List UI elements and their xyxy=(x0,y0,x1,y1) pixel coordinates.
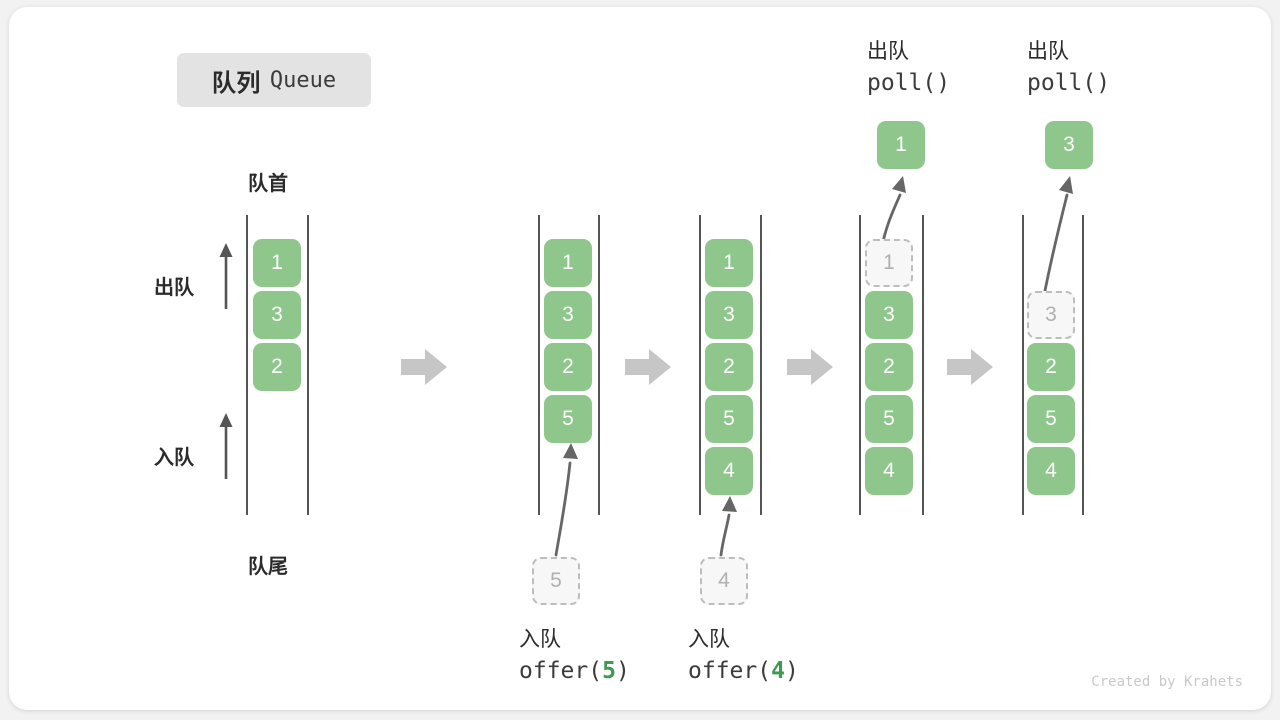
queue-rail-left-5 xyxy=(1022,215,1024,515)
step-arrow-right-icon xyxy=(625,349,671,385)
queue-cell: 4 xyxy=(865,447,913,495)
operation-label-cn: 出队 xyxy=(1027,40,1069,63)
ejected-cell: 1 xyxy=(877,121,925,169)
dequeue-direction-label: 出队 xyxy=(154,277,194,299)
operation-label-offer-5: 入队 offer(5) xyxy=(519,625,630,687)
queue-cell: 4 xyxy=(1027,447,1075,495)
queue-ghost-cell: 1 xyxy=(865,239,913,287)
curved-arrow-icon-enqueue-4 xyxy=(719,496,737,557)
credit-text: Created by Krahets xyxy=(1091,674,1243,690)
arrow-up-icon-enqueue xyxy=(219,413,233,479)
diagram-card: 队列 Queue 队首 队尾 出队 入队 1 3 2 1 3 2 5 5 入队 … xyxy=(9,7,1271,710)
operation-label-code: poll() xyxy=(1027,70,1111,96)
queue-cell: 2 xyxy=(865,343,913,391)
queue-tail-label: 队尾 xyxy=(248,556,288,578)
queue-cell: 5 xyxy=(1027,395,1075,443)
page-title-en: Queue xyxy=(269,67,337,93)
queue-rail-left-2 xyxy=(538,215,540,515)
enqueue-direction-label: 入队 xyxy=(154,447,194,469)
queue-rail-left-4 xyxy=(859,215,861,515)
queue-cell: 2 xyxy=(1027,343,1075,391)
queue-cell: 5 xyxy=(705,395,753,443)
queue-cell: 3 xyxy=(253,291,301,339)
queue-cell: 1 xyxy=(705,239,753,287)
step-arrow-right-icon xyxy=(401,349,447,385)
curved-arrow-icon-enqueue-5 xyxy=(554,443,578,557)
step-arrow-right-icon xyxy=(947,349,993,385)
queue-cell: 1 xyxy=(544,239,592,287)
page-title-cn: 队列 xyxy=(211,69,261,97)
queue-rail-right-4 xyxy=(922,215,924,515)
queue-rail-right-1 xyxy=(307,215,309,515)
queue-cell: 3 xyxy=(705,291,753,339)
queue-cell: 1 xyxy=(253,239,301,287)
queue-cell: 3 xyxy=(544,291,592,339)
operation-label-poll-3: 出队 poll() xyxy=(1027,37,1110,99)
operation-label-poll-1: 出队 poll() xyxy=(867,37,950,99)
operation-label-cn: 出队 xyxy=(867,40,909,63)
curved-arrow-icon-dequeue-3 xyxy=(1041,176,1073,303)
operation-label-offer-4: 入队 offer(4) xyxy=(688,625,799,687)
queue-rail-right-2 xyxy=(598,215,600,515)
queue-ghost-cell: 4 xyxy=(700,557,748,605)
queue-cell: 3 xyxy=(865,291,913,339)
queue-cell: 2 xyxy=(253,343,301,391)
ejected-cell: 3 xyxy=(1045,121,1093,169)
operation-label-cn: 入队 xyxy=(519,628,561,651)
diagram-title-chip: 队列 Queue xyxy=(177,53,371,107)
queue-rail-left-1 xyxy=(246,215,248,515)
queue-cell-new: 5 xyxy=(544,395,592,443)
queue-ghost-cell: 3 xyxy=(1027,291,1075,339)
operation-label-code: poll() xyxy=(867,70,951,96)
operation-label-code: offer(4) xyxy=(688,658,799,684)
operation-label-cn: 入队 xyxy=(688,628,730,651)
queue-cell: 5 xyxy=(865,395,913,443)
operation-label-code: offer(5) xyxy=(519,658,630,684)
queue-rail-left-3 xyxy=(699,215,701,515)
queue-cell-new: 4 xyxy=(705,447,753,495)
queue-cell: 2 xyxy=(544,343,592,391)
queue-ghost-cell: 5 xyxy=(532,557,580,605)
arrow-up-icon-dequeue xyxy=(219,243,233,309)
queue-rail-right-3 xyxy=(760,215,762,515)
step-arrow-right-icon xyxy=(787,349,833,385)
queue-cell: 2 xyxy=(705,343,753,391)
queue-rail-right-5 xyxy=(1082,215,1084,515)
queue-head-label: 队首 xyxy=(248,173,288,195)
